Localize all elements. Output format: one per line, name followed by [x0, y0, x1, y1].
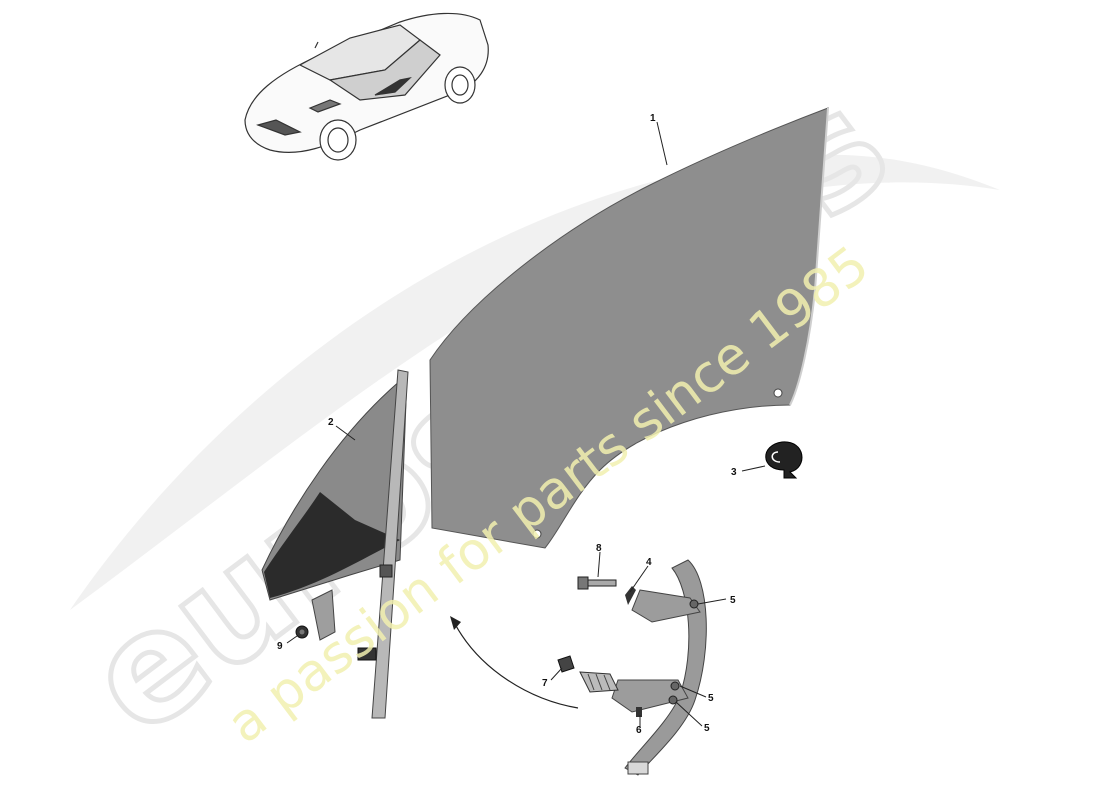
car-thumbnail — [244, 12, 489, 161]
division-clip-lower — [357, 647, 377, 661]
nut-5c — [668, 695, 678, 705]
quarter-glass-dark — [264, 492, 400, 598]
callout-9: 9 — [277, 641, 283, 652]
glass-edge-highlight — [789, 107, 829, 406]
callout-5c: 5 — [704, 723, 710, 734]
bolt-part-8 — [577, 576, 617, 590]
rail-foot — [627, 761, 649, 775]
nut-5a — [689, 599, 699, 609]
callout-1: 1 — [650, 113, 656, 124]
stud-part-6 — [636, 707, 642, 717]
callout-2: 2 — [328, 417, 334, 428]
upper-bracket — [631, 589, 701, 623]
lower-bracket — [611, 679, 689, 713]
assembly-arrow — [454, 623, 579, 709]
nut-part-9 — [295, 625, 309, 639]
division-channel — [371, 369, 409, 719]
leader-lines — [286, 121, 766, 728]
clip-part-3 — [765, 441, 803, 479]
callout-3: 3 — [731, 467, 737, 478]
nut-5b — [670, 681, 680, 691]
callout-7: 7 — [542, 678, 548, 689]
regulator-rail — [624, 559, 707, 776]
callout-5b: 5 — [708, 693, 714, 704]
division-clip-upper — [379, 564, 393, 578]
glass-hole-upper — [773, 388, 783, 398]
clip-part-4 — [625, 586, 636, 605]
watermark-swoosh — [70, 154, 1000, 611]
callout-4: 4 — [646, 557, 652, 568]
adjuster-part-7 — [557, 655, 619, 693]
glass-hole-lower — [532, 529, 542, 539]
division-bracket — [311, 589, 336, 641]
callout-5a: 5 — [730, 595, 736, 606]
callout-8: 8 — [596, 543, 602, 554]
callout-6: 6 — [636, 725, 642, 736]
